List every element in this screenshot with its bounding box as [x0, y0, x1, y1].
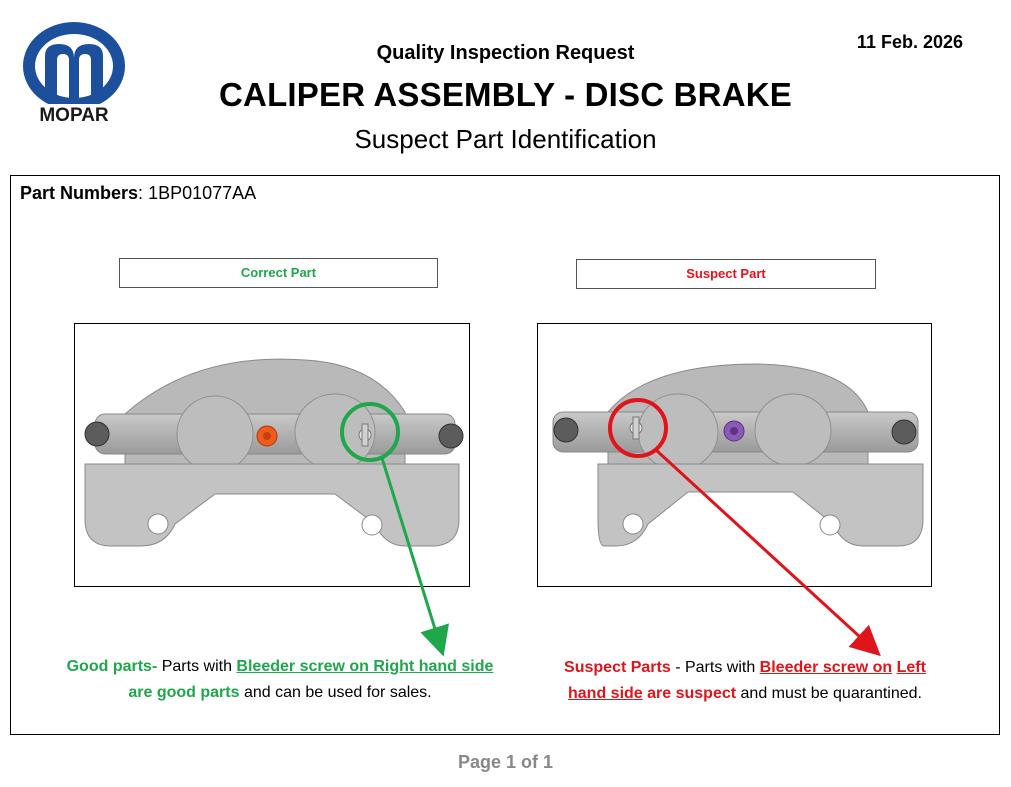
correct-part-photo	[74, 323, 470, 587]
document-date: 11 Feb. 2026	[856, 32, 963, 52]
caliper-photo-correct	[84, 358, 464, 547]
suspect-part-label: Suspect Part	[576, 259, 876, 289]
suspect-parts-highlight3: hand side	[568, 685, 643, 702]
part-numbers-value: 1BP01077AA	[148, 183, 257, 203]
suspect-parts-text2: and must be quarantined.	[736, 685, 922, 702]
suspect-parts-highlight2: Left	[896, 659, 926, 676]
page-number: Page 1 of 1	[457, 752, 554, 772]
page-title: CALIPER ASSEMBLY - DISC BRAKE	[219, 76, 792, 113]
suspect-parts-highlight1: Bleeder screw on	[759, 659, 893, 676]
mopar-logo-icon: MOPAR	[21, 22, 129, 126]
good-parts-lead: Good parts-	[66, 658, 158, 675]
request-title: Quality Inspection Request	[376, 42, 635, 64]
page-subtitle: Suspect Part Identification	[354, 124, 657, 154]
suspect-part-caption: Suspect Parts - Parts with Bleeder screw…	[515, 655, 975, 707]
part-numbers-label: Part Numbers	[20, 183, 139, 203]
good-parts-text1: Parts with	[157, 658, 237, 675]
suspect-parts-emphasis: are suspect	[647, 685, 737, 702]
correct-part-label: Correct Part	[119, 258, 438, 288]
caliper-photo-suspect	[552, 363, 924, 547]
logo-wordmark: MOPAR	[39, 105, 109, 126]
good-parts-highlight: Bleeder screw on Right hand side	[236, 658, 494, 675]
good-parts-text2: and can be used for sales.	[239, 684, 432, 701]
suspect-part-photo	[537, 323, 932, 587]
suspect-parts-text1: - Parts with	[670, 659, 760, 676]
suspect-parts-lead: Suspect Parts	[564, 659, 671, 676]
part-numbers-line: Part Numbers: 1BP01077AA	[20, 183, 256, 204]
content-frame	[10, 175, 1000, 735]
good-parts-emphasis: are good parts	[128, 684, 240, 701]
correct-part-caption: Good parts- Parts with Bleeder screw on …	[40, 654, 520, 706]
part-numbers-separator: :	[138, 183, 144, 203]
